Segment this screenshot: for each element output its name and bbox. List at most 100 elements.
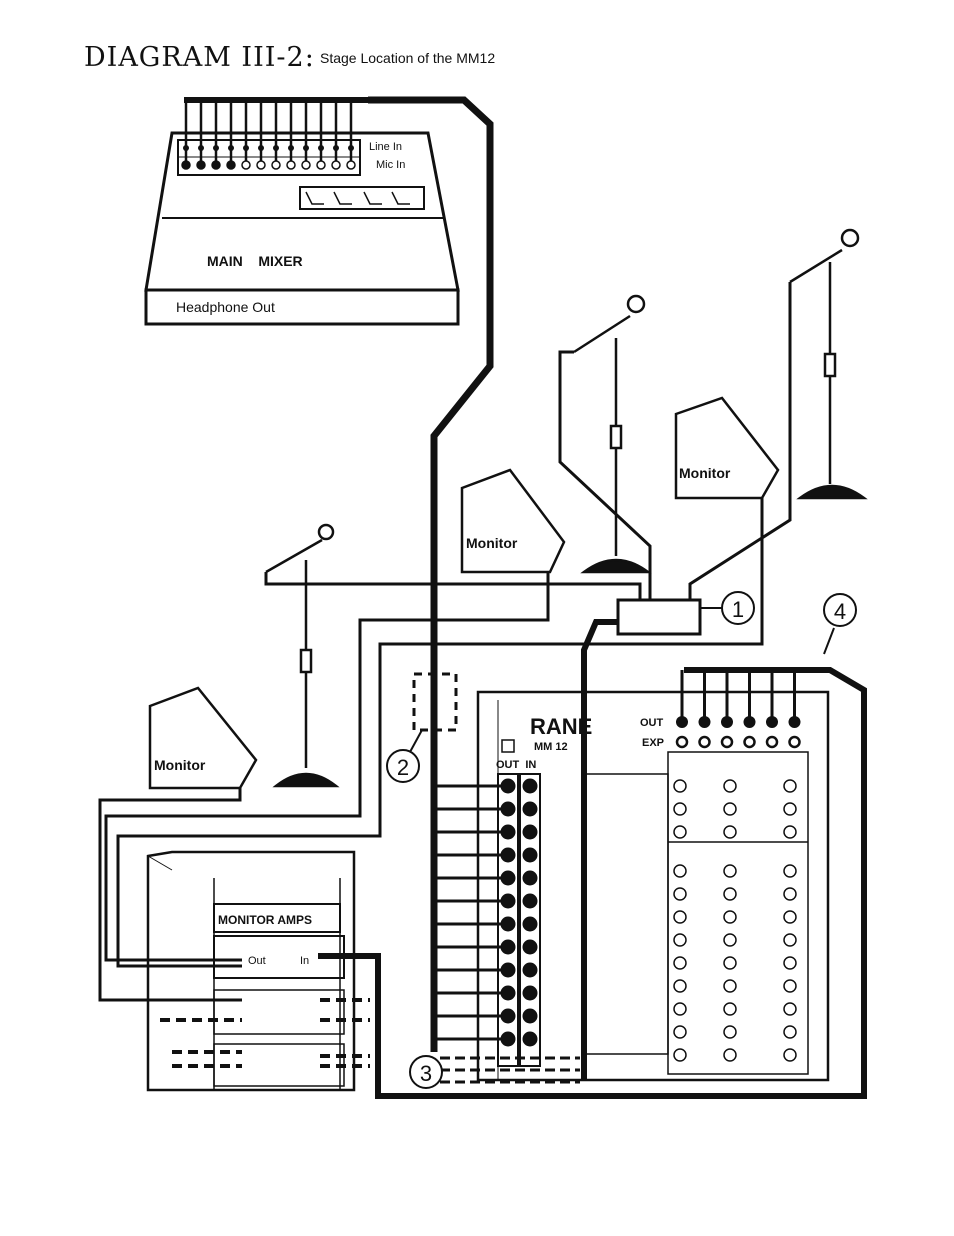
mm12-in-jack [522,870,538,886]
mic-in-jack [286,160,296,170]
mm12-in-jack [522,916,538,932]
mic-in-jack [331,160,341,170]
mm12-out-jack-top [676,716,688,728]
callout-1: 1 [700,591,755,625]
mm12-exp-jack [720,735,734,749]
mm12-knob [673,825,687,839]
mm12-knob [783,956,797,970]
callout-3-number: 3 [420,1061,432,1086]
mm12-knob [673,887,687,901]
mm12-knob [783,779,797,793]
mm12-jacks [500,716,801,1062]
mm12-knob [723,864,737,878]
page-subtitle: Stage Location of the MM12 [320,50,496,66]
mm12-out-jack-top [698,716,711,728]
amp-dashed-lines [160,998,370,1068]
mic-in-jack [301,160,311,170]
mm12-knob [723,1002,737,1016]
mm12-dashed-lines [440,1056,580,1084]
mm12-input-cables [434,784,508,1041]
page-title: DIAGRAM III-2: [84,42,315,73]
mm12-knob [783,1048,797,1062]
mm12-knob [723,1025,737,1039]
mm12-knob [723,887,737,901]
mm12-knob [673,933,687,947]
mm12-model: MM 12 [534,741,568,753]
mm12-unit [476,690,830,1082]
mic-in-jack [241,160,251,170]
mic-in-jack [256,160,266,170]
mm12-exp-jack [765,735,779,749]
line-in-jack [318,145,324,151]
mm12-in-jack [522,893,538,909]
mic-stands [265,228,868,788]
mm12-knob [723,1048,737,1062]
mm12-knob [673,802,687,816]
mm12-exp-label: EXP [642,737,664,749]
mm12-knob [673,779,687,793]
mic-in-jack [211,160,221,170]
mm12-out-jack-top [766,716,778,728]
mm12-out-label: OUT [640,717,664,729]
line-in-jack [213,145,219,151]
main-mixer-label: MAIN MIXER [207,253,303,269]
callout-4-number: 4 [834,599,846,624]
line-in-jack [258,145,264,151]
monitor-label-1: Monitor [466,535,518,551]
mm12-knob [723,933,737,947]
mm12-knob [783,802,797,816]
mm12-in-jack [522,824,538,840]
mm12-out-cables [680,670,796,720]
line-in-jack [288,145,294,151]
mic-in-jack [271,160,281,170]
mm12-knob [673,979,687,993]
mm12-in-jack [522,1008,538,1024]
mm12-knob [783,979,797,993]
mm12-in-jack [522,847,538,863]
callout-3: 3 [409,1055,443,1089]
amp-out-label: Out [248,955,266,967]
mm12-exp-jack [675,735,689,749]
callout-2-number: 2 [397,755,409,780]
mm12-knob [783,887,797,901]
monitor-wedges [148,396,780,790]
mic-in-jack [181,160,191,170]
line-in-label: Line In [369,141,402,153]
mm12-knob [783,910,797,924]
mm12-knob [723,779,737,793]
callout-4: 4 [823,593,857,655]
mm12-exp-jack [788,735,801,749]
mic-in-jack [346,160,356,170]
mm12-out-jack-top [743,716,756,728]
callout-1-number: 1 [732,597,744,622]
line-in-jack [273,145,279,151]
mm12-knob [783,1002,797,1016]
mic-in-jack [226,160,236,170]
mm12-knob [723,802,737,816]
mm12-out-jack-top [721,716,733,728]
callout-2: 2 [386,749,420,783]
amp-in-label: In [300,955,309,967]
line-in-jack [333,145,339,151]
mm12-knob [673,910,687,924]
mm12-in-jack [522,985,538,1001]
monitor-amps-label: MONITOR AMPS [218,913,312,927]
line-in-jack [198,145,204,151]
mm12-in-jack [522,1031,538,1047]
mm12-in-jack [522,778,538,794]
mm12-out-in-label: OUT IN [496,759,536,771]
mm12-knob [723,910,737,924]
mic-in-jack [196,160,206,170]
snake-cable [368,96,494,1052]
dashed-location-box [412,672,458,732]
mm12-out-jack-top [788,716,801,728]
splitter-to-mm12 [581,619,618,1080]
mm12-knob [673,864,687,878]
mm12-knob [783,864,797,878]
line-in-jack [183,145,189,151]
mm12-exp-jack [698,735,711,749]
mm12-knob [723,979,737,993]
mic-in-label: Mic In [376,159,405,171]
mixer-jacks [181,100,356,170]
